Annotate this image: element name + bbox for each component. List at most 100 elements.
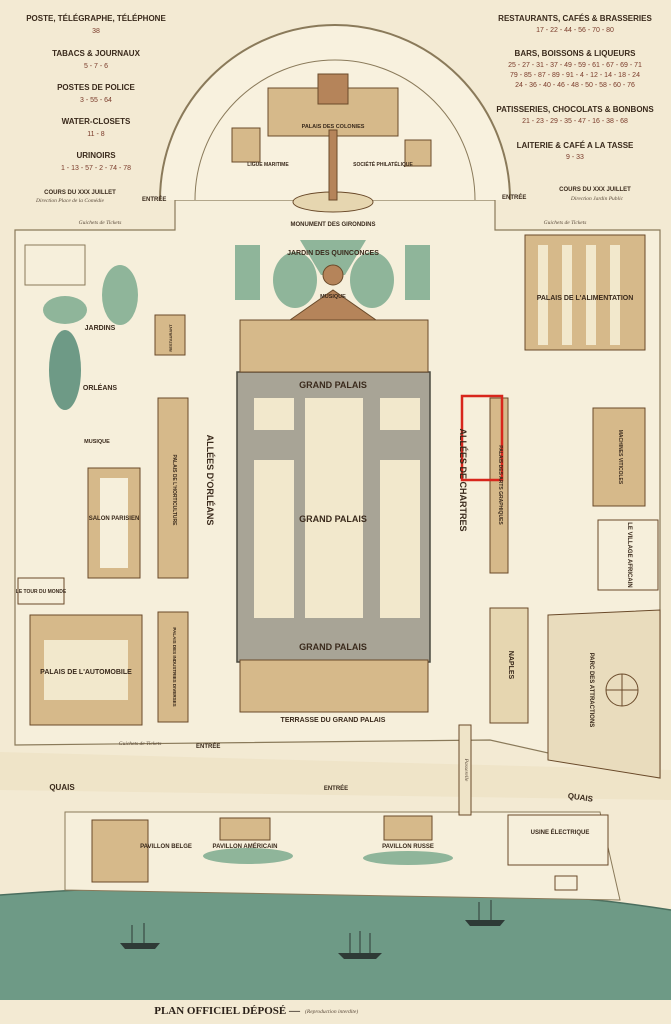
pavillon-belge-building xyxy=(91,819,149,883)
label-allees-chartres: ALLÉES DE CHARTRES xyxy=(458,428,468,531)
tour-du-monde-building xyxy=(17,577,65,605)
legend-item-numbers: 5 - 7 - 6 xyxy=(84,63,108,70)
label-passerelle: Passerelle xyxy=(463,758,469,782)
naples-area xyxy=(489,607,529,724)
label-monument: MONUMENT DES GIRONDINS xyxy=(290,222,375,228)
label-grand-palais-center: GRAND PALAIS xyxy=(299,514,367,524)
legend-item-numbers: 9 - 33 xyxy=(566,154,584,161)
label-cours-right-sub: Direction Jardin Public xyxy=(570,196,624,202)
village-africain-area xyxy=(597,519,659,591)
legend-item-title: POSTES DE POLICE xyxy=(57,83,135,92)
label-quinconces: JARDIN DES QUINCONCES xyxy=(287,250,379,257)
label-grand-palais-bottom: GRAND PALAIS xyxy=(299,642,367,652)
label-parc-attractions: PARC DES ATTRACTIONS xyxy=(588,653,594,728)
machines-viticoles-building xyxy=(592,407,646,507)
legend-item-numbers: 11 - 8 xyxy=(87,131,104,138)
sailing-ship-icon xyxy=(338,931,382,959)
label-salon-parisien: SALON PARISIEN xyxy=(89,516,140,522)
label-cours-right: COURS DU XXX JUILLET xyxy=(559,187,631,193)
label-orleans: ORLÉANS xyxy=(83,383,118,392)
label-pavillon-americain: PAVILLON AMÉRICAIN xyxy=(213,842,278,850)
legend-item-title: RESTAURANTS, CAFÉS & BRASSERIES xyxy=(498,14,652,23)
societe-philatelique-pavilion xyxy=(404,139,432,167)
legend-item-numbers: 24 - 36 - 40 - 46 - 48 - 50 - 58 - 60 - … xyxy=(515,82,635,89)
legend-item-numbers: 1 - 13 - 57 - 2 - 74 - 78 xyxy=(61,165,131,172)
label-machines-viticoles: MACHINES VITICOLES xyxy=(617,430,623,485)
passerelle-bridge xyxy=(458,724,472,816)
label-musique: MUSIQUE xyxy=(84,439,110,445)
label-restaurant: RESTAURANT xyxy=(168,324,173,352)
legend-left: POSTE, TÉLÉGRAPHE, TÉLÉPHONE 38 TABACS &… xyxy=(26,14,166,172)
label-entree-right: ENTRÉE xyxy=(502,193,526,201)
footer-title: PLAN OFFICIEL DÉPOSÉ — xyxy=(154,1005,301,1017)
kiosk xyxy=(554,875,578,891)
riverside-grounds xyxy=(64,811,621,901)
label-tour-monde: LE TOUR DU MONDE xyxy=(16,589,67,595)
legend-item-numbers: 79 - 85 - 87 - 89 - 91 - 4 - 12 - 14 - 1… xyxy=(510,72,640,79)
label-grand-palais-top: GRAND PALAIS xyxy=(299,380,367,390)
parc-attractions-area xyxy=(547,609,661,779)
label-quais-left: QUAIS xyxy=(49,783,75,792)
label-cours-left-sub: Direction Place de la Comédie xyxy=(35,198,104,204)
arts-graphiques-building xyxy=(489,397,509,574)
jardins-orleans xyxy=(24,244,138,410)
lawn xyxy=(203,848,293,864)
palais-alimentation-building xyxy=(524,234,646,351)
label-cours-left: COURS DU XXX JUILLET xyxy=(44,190,116,196)
legend-item-title: PATISSERIES, CHOCOLATS & BONBONS xyxy=(496,105,654,114)
pavillon-americain-building xyxy=(219,817,271,841)
label-naples: NAPLES xyxy=(507,651,514,680)
legend-item-title: LAITERIE & CAFÉ A LA TASSE xyxy=(517,141,634,150)
monument-girondins-icon xyxy=(292,129,374,213)
legend-item-title: WATER-CLOSETS xyxy=(62,117,131,126)
label-guichets: Guichets de Tickets xyxy=(79,220,122,226)
label-allees-orleans: ALLÉES D'ORLÉANS xyxy=(205,435,215,526)
label-palais-auto: PALAIS DE L'AUTOMOBILE xyxy=(40,669,132,676)
pavillon-russe-building xyxy=(383,815,433,841)
label-terrasse: TERRASSE DU GRAND PALAIS xyxy=(281,717,386,724)
legend-item-numbers: 3 - 55 - 64 xyxy=(80,97,112,104)
label-pavillon-belge: PAVILLON BELGE xyxy=(140,844,192,850)
label-pavillon-russe: PAVILLON RUSSE xyxy=(382,844,434,850)
legend-right: RESTAURANTS, CAFÉS & BRASSERIES 17 - 22 … xyxy=(496,14,654,161)
label-arts-graphiques: PALAIS DES ARTS GRAPHIQUES xyxy=(497,445,503,525)
usine-electrique-building xyxy=(507,814,609,866)
salon-parisien-court xyxy=(100,478,128,568)
highlight-box xyxy=(460,394,504,482)
legend-item-numbers: 25 - 27 - 31 - 37 - 49 - 59 - 61 - 67 - … xyxy=(508,62,642,69)
label-guichets: Guichets de Tickets xyxy=(119,741,162,747)
label-jardins: JARDINS xyxy=(85,325,116,332)
legend-item-numbers: 21 - 23 - 29 - 35 - 47 - 16 - 38 - 68 xyxy=(522,118,628,125)
label-ligue-maritime: LIGUE MARITIME xyxy=(247,162,289,168)
legend-item-numbers: 38 xyxy=(92,28,100,35)
label-societe-philatelique: SOCIÉTÉ PHILATÉLIQUE xyxy=(353,160,413,168)
label-usine-electrique: USINE ÉLECTRIQUE xyxy=(531,828,590,836)
ligue-maritime-pavilion xyxy=(231,127,261,163)
footer-subtitle: (Reproduction interdite) xyxy=(305,1008,358,1015)
river-garonne xyxy=(0,885,671,1000)
legend-item-title: URINOIRS xyxy=(76,151,116,160)
palais-industries-building xyxy=(157,611,189,723)
label-industries-diverses: PALAIS DES INDUSTRIES DIVERSES xyxy=(172,627,177,706)
palais-horticulture-building xyxy=(157,397,189,579)
ferris-wheel-icon xyxy=(605,673,639,707)
sailing-ship-icon xyxy=(465,900,505,926)
label-horticulture: PALAIS DE L'HORTICULTURE xyxy=(171,454,177,526)
label-entree-bottom: ENTRÉE xyxy=(196,742,220,750)
lawn xyxy=(363,851,453,865)
label-musique: MUSIQUE xyxy=(320,294,346,300)
label-entree-quai: ENTRÉE xyxy=(324,784,348,792)
label-village-africain: LE VILLAGE AFRICAIN xyxy=(626,522,632,587)
grand-palais-building xyxy=(236,289,431,713)
legend-item-numbers: 17 - 22 - 44 - 56 - 70 - 80 xyxy=(536,27,614,34)
label-palais-alimentation: PALAIS DE L'ALIMENTATION xyxy=(537,295,634,302)
legend-item-title: TABACS & JOURNAUX xyxy=(52,49,141,58)
hemicycle-inner xyxy=(194,59,476,201)
palais-colonies-dome xyxy=(317,73,349,105)
palais-automobile-court xyxy=(44,640,128,700)
sailing-ship-icon xyxy=(120,923,160,949)
legend-item-title: POSTE, TÉLÉGRAPHE, TÉLÉPHONE xyxy=(26,14,166,23)
label-palais-colonies: PALAIS DES COLONIES xyxy=(302,124,365,130)
legend-item-title: BARS, BOISSONS & LIQUEURS xyxy=(515,49,637,58)
